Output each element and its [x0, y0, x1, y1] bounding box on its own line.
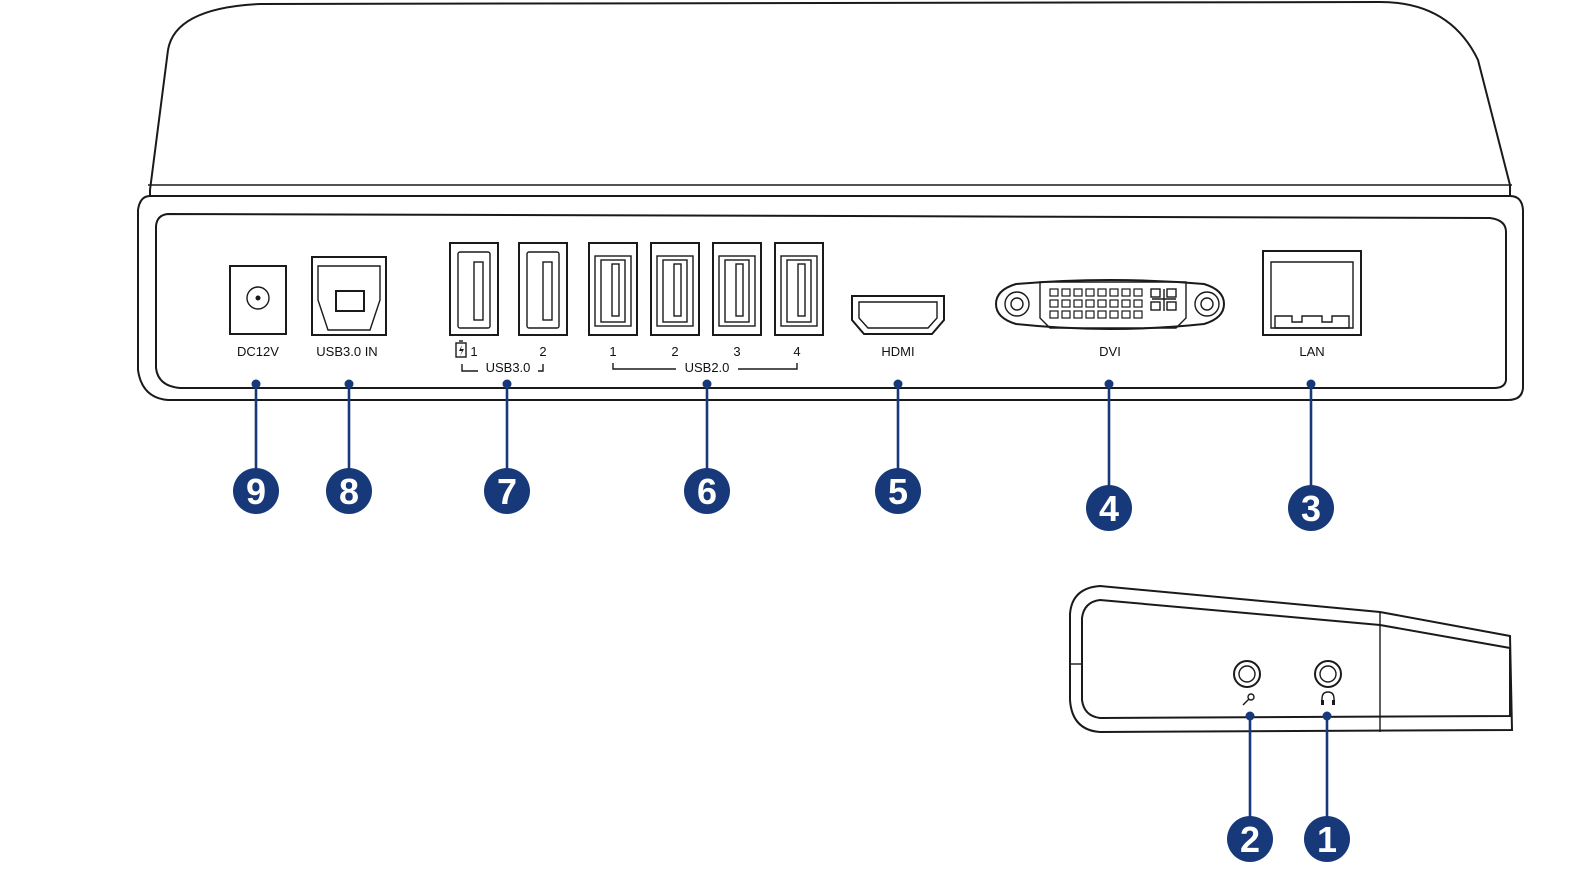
label-dvi: DVI — [1099, 344, 1121, 359]
label-dc12v: DC12V — [237, 344, 279, 359]
label-hdmi: HDMI — [881, 344, 914, 359]
dvi-pin — [1109, 310, 1119, 319]
callout-badge-5 — [875, 468, 921, 514]
callout-number-7: 7 — [497, 471, 517, 512]
dvi-pin — [1073, 310, 1083, 319]
callout-anchor-8 — [344, 379, 354, 389]
usb2-port-2 — [650, 242, 700, 336]
callout-number-2: 2 — [1240, 819, 1260, 860]
callout-badge-9 — [233, 468, 279, 514]
dvi-pin — [1109, 299, 1119, 308]
label-usb2-port-1: 1 — [609, 344, 616, 359]
hdmi-port — [851, 295, 945, 335]
lan-port — [1262, 250, 1362, 336]
dvi-pin — [1109, 288, 1119, 297]
usb3-group-bracket — [461, 364, 544, 372]
callout-anchor-3 — [1306, 379, 1316, 389]
callout-number-6: 6 — [697, 471, 717, 512]
dvi-pin — [1049, 310, 1059, 319]
usb2-port-1 — [588, 242, 638, 336]
battery-charge-icon — [455, 340, 467, 358]
dvi-pin — [1085, 299, 1095, 308]
dvi-pin — [1097, 299, 1107, 308]
dvi-pin — [1049, 288, 1059, 297]
microphone-icon — [1242, 693, 1255, 706]
dvi-pin — [1061, 288, 1071, 297]
dvi-pin — [1097, 310, 1107, 319]
headphone-jack — [1314, 660, 1342, 688]
callout-number-1: 1 — [1317, 819, 1337, 860]
callout-anchor-2 — [1245, 711, 1255, 721]
usb2-port-3 — [712, 242, 762, 336]
dvi-pin — [1121, 288, 1131, 297]
dvi-pin — [1073, 288, 1083, 297]
callout-badge-3 — [1288, 485, 1334, 531]
dvi-pin — [1121, 310, 1131, 319]
callout-anchor-1 — [1322, 711, 1332, 721]
dvi-pin — [1133, 299, 1143, 308]
label-usb2-port-4: 4 — [793, 344, 800, 359]
dock-body — [137, 0, 1524, 401]
callout-number-5: 5 — [888, 471, 908, 512]
dock-side-view — [1069, 584, 1514, 734]
dock-top-shell — [149, 0, 1511, 197]
callout-number-4: 4 — [1099, 488, 1119, 529]
dvi-pin — [1121, 299, 1131, 308]
mic-jack — [1233, 660, 1261, 688]
callout-number-3: 3 — [1301, 488, 1321, 529]
callout-badge-7 — [484, 468, 530, 514]
callout-badge-4 — [1086, 485, 1132, 531]
callout-badge-2 — [1227, 816, 1273, 862]
label-usb3-group: USB3.0 — [486, 360, 531, 375]
dvi-pin — [1097, 288, 1107, 297]
dvi-pin — [1133, 288, 1143, 297]
label-usb2-port-2: 2 — [671, 344, 678, 359]
label-usb2-port-3: 3 — [733, 344, 740, 359]
usb2-group-bracket — [612, 363, 798, 370]
dvi-pin — [1061, 299, 1071, 308]
usb3-in-port — [311, 256, 387, 336]
dvi-pin — [1085, 288, 1095, 297]
dvi-pin — [1085, 310, 1095, 319]
dc-power-jack — [229, 265, 287, 335]
callout-anchor-6 — [702, 379, 712, 389]
label-usb3-port-1: 1 — [470, 344, 477, 359]
label-usb2-group: USB2.0 — [685, 360, 730, 375]
headphone-icon — [1321, 691, 1335, 705]
label-usb3-port-2: 2 — [539, 344, 546, 359]
dvi-pin — [1133, 310, 1143, 319]
usb3-port-1 — [449, 242, 499, 336]
callout-badge-1 — [1304, 816, 1350, 862]
dvi-pins — [1049, 288, 1143, 319]
dock-rear-face — [137, 195, 1524, 401]
label-usb3-in: USB3.0 IN — [316, 344, 377, 359]
dvi-pin — [1073, 299, 1083, 308]
dock-rear-panel — [155, 212, 1507, 389]
callout-number-9: 9 — [246, 471, 266, 512]
dvi-pin — [1049, 299, 1059, 308]
callout-badge-6 — [684, 468, 730, 514]
dvi-port — [994, 279, 1226, 330]
dvi-pin — [1061, 310, 1071, 319]
callout-anchor-4 — [1104, 379, 1114, 389]
label-lan: LAN — [1299, 344, 1324, 359]
usb2-port-4 — [774, 242, 824, 336]
callout-number-8: 8 — [339, 471, 359, 512]
callout-anchor-5 — [893, 379, 903, 389]
usb3-port-2 — [518, 242, 568, 336]
callout-anchor-9 — [251, 379, 261, 389]
callout-badge-8 — [326, 468, 372, 514]
callouts: 9 8 7 6 5 4 3 2 1 — [233, 379, 1350, 862]
callout-anchor-7 — [502, 379, 512, 389]
